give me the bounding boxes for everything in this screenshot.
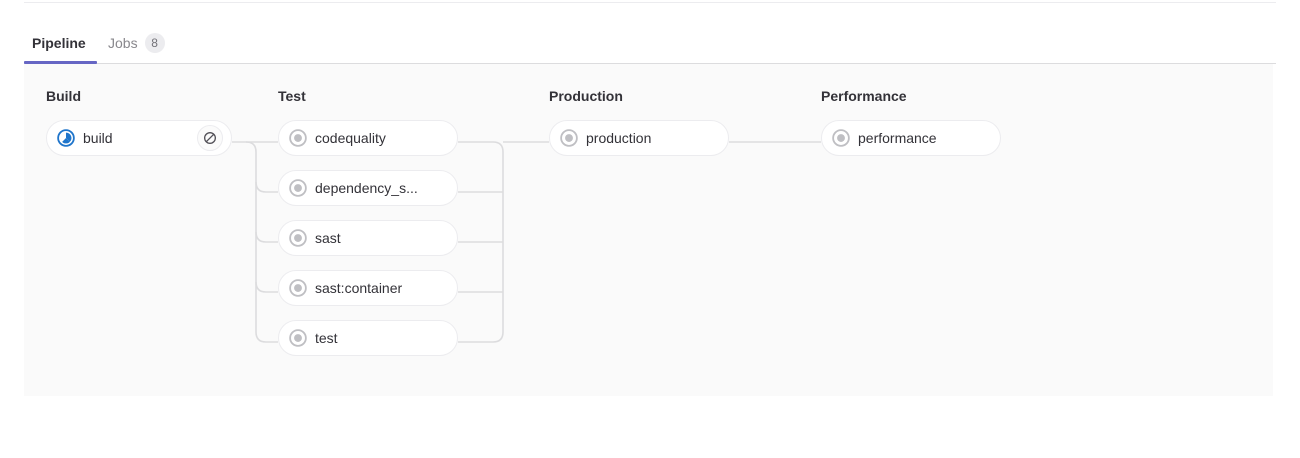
- status-created-icon: [289, 279, 307, 297]
- stage-build-title: Build: [46, 88, 81, 104]
- job-node-performance[interactable]: performance: [821, 120, 1001, 156]
- active-tab-indicator: [24, 61, 97, 64]
- job-label-sast: sast: [315, 230, 341, 246]
- status-created-icon: [289, 229, 307, 247]
- status-created-icon: [289, 129, 307, 147]
- stage-production-title: Production: [549, 88, 623, 104]
- tab-pipeline[interactable]: Pipeline: [32, 22, 86, 64]
- pipeline-tabbar: Pipeline Jobs 8: [0, 22, 1300, 64]
- tab-jobs[interactable]: Jobs 8: [108, 22, 165, 64]
- tab-jobs-count-badge: 8: [144, 33, 165, 53]
- cancel-glyph: [204, 132, 216, 144]
- job-node-codequality[interactable]: codequality: [278, 120, 458, 156]
- stage-performance-jobs: performance: [821, 120, 1001, 170]
- job-node-sast[interactable]: sast: [278, 220, 458, 256]
- job-node-test[interactable]: test: [278, 320, 458, 356]
- stage-test-jobs: codequality dependency_s... sast: [278, 120, 458, 370]
- stage-build-jobs: build: [46, 120, 232, 170]
- cancel-icon[interactable]: [197, 125, 223, 151]
- status-created-icon: [832, 129, 850, 147]
- job-node-dependency-scanning[interactable]: dependency_s...: [278, 170, 458, 206]
- stage-test-title: Test: [278, 88, 306, 104]
- job-label-codequality: codequality: [315, 130, 386, 146]
- job-node-production[interactable]: production: [549, 120, 729, 156]
- tab-jobs-label: Jobs: [108, 35, 138, 51]
- status-created-icon: [289, 329, 307, 347]
- job-node-sast-container[interactable]: sast:container: [278, 270, 458, 306]
- job-label-build: build: [83, 130, 113, 146]
- job-label-performance: performance: [858, 130, 937, 146]
- page-top-divider: [24, 2, 1276, 3]
- tabbar-bottom-border: [24, 63, 1276, 64]
- status-running-icon: [57, 129, 75, 147]
- pipeline-connector-lines: [232, 141, 821, 343]
- stage-performance-title: Performance: [821, 88, 907, 104]
- job-node-build[interactable]: build: [46, 120, 232, 156]
- status-created-icon: [289, 179, 307, 197]
- status-created-icon: [560, 129, 578, 147]
- job-label-sast-container: sast:container: [315, 280, 403, 296]
- job-label-test: test: [315, 330, 338, 346]
- job-label-dependency-scanning: dependency_s...: [315, 180, 418, 196]
- stage-production-jobs: production: [549, 120, 729, 170]
- tab-pipeline-label: Pipeline: [32, 35, 86, 51]
- job-label-production: production: [586, 130, 652, 146]
- pipeline-graph: Build build Tes: [24, 64, 1273, 396]
